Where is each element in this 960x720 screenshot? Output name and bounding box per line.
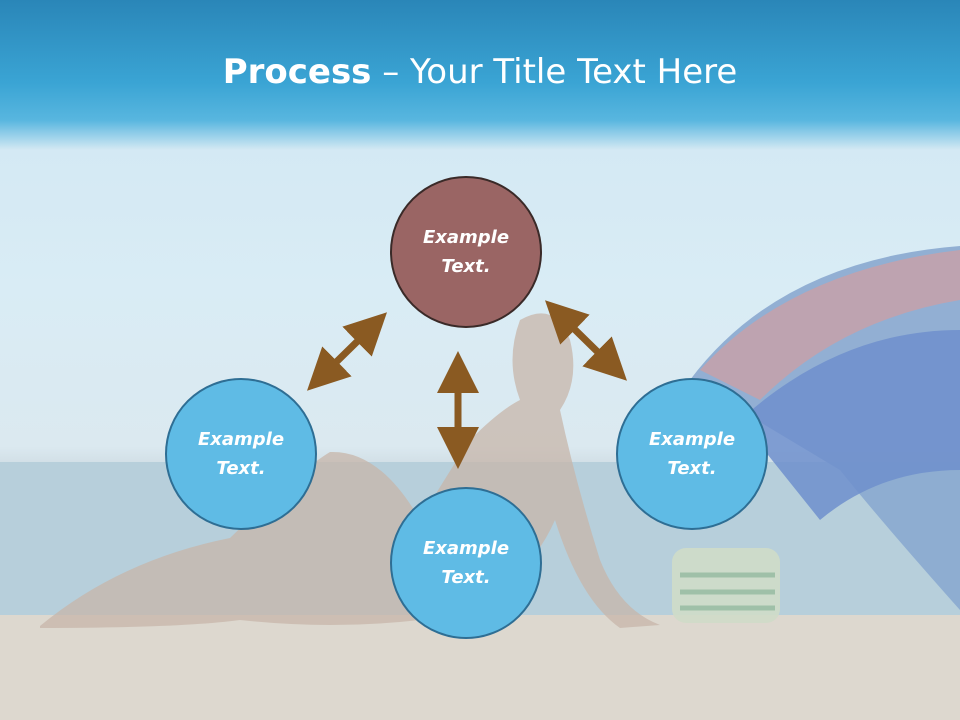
umbrella-stripe-blue: [740, 330, 960, 520]
node-top-text: Example Text.: [422, 227, 510, 277]
process-node-top[interactable]: Example Text.: [390, 176, 542, 328]
node-left-text: Example Text.: [197, 429, 285, 479]
title-rest: – Your Title Text Here: [371, 52, 738, 92]
umbrella-stripe: [700, 250, 960, 400]
bag-stripes: [680, 572, 775, 611]
title-bar: [0, 0, 960, 150]
arrow-top-right: [545, 300, 627, 381]
title-bold: Process: [222, 52, 372, 92]
node-bottom-text: Example Text.: [422, 538, 510, 588]
process-node-bottom[interactable]: Example Text.: [390, 487, 542, 639]
node-right-text: Example Text.: [648, 429, 736, 479]
process-node-right[interactable]: Example Text.: [616, 378, 768, 530]
beach-bag: [672, 548, 780, 623]
slide-title: Process – Your Title Text Here: [0, 52, 960, 92]
arrow-left-top: [307, 312, 387, 391]
process-node-left[interactable]: Example Text.: [165, 378, 317, 530]
